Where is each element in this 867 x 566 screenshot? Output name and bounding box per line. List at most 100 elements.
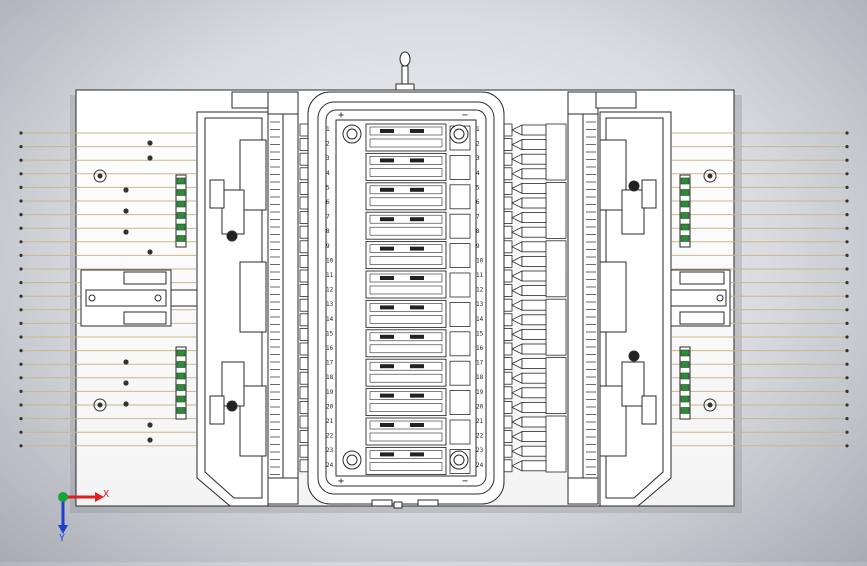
connector-pin (176, 200, 186, 208)
cell-top (369, 332, 443, 342)
dowel-dot (147, 249, 153, 255)
wire-end-left (19, 376, 23, 380)
probe-body-right (521, 343, 547, 355)
rail-ticks (270, 121, 596, 475)
wire-end-right (845, 444, 849, 448)
negative-terminal-mark-bottom: − (462, 476, 468, 487)
slot-number-left: 22 (326, 433, 334, 440)
wire-end-left (19, 444, 23, 448)
probe-body-right (521, 416, 547, 428)
wire-end-right (845, 335, 849, 339)
wire-end-right (845, 145, 849, 149)
cell-terminal (380, 129, 394, 133)
cell-clip (449, 154, 471, 180)
probe-body-right (521, 285, 547, 297)
slot-number-left: 5 (326, 184, 330, 191)
connector-housing (679, 346, 691, 420)
side-bracket-left[interactable] (80, 269, 198, 327)
probe-body-right (521, 358, 547, 370)
slot-number-right: 19 (476, 389, 484, 396)
slot-number-left: 2 (326, 141, 330, 148)
connector-pin (680, 349, 690, 357)
wire-end-left (19, 403, 23, 407)
cell-terminal (410, 246, 424, 251)
wire-end-right (845, 362, 849, 366)
cell-top (369, 126, 443, 136)
cell-terminal (410, 452, 424, 457)
positive-terminal-mark-bottom: + (338, 476, 344, 487)
dowel-dot (123, 208, 129, 214)
slot-number-left: 24 (326, 462, 334, 469)
dowel-dot (123, 359, 129, 365)
cell-terminal (380, 246, 394, 251)
x-axis-label: X (103, 489, 109, 500)
wire-end-right (845, 281, 849, 285)
probe-plate-right (545, 240, 567, 298)
slot-number-right: 12 (476, 287, 484, 294)
wire-end-left (19, 389, 23, 393)
axis-triad: X Y (58, 489, 109, 544)
wire-end-right (845, 185, 849, 189)
wire-end-left (19, 308, 23, 312)
rail-caps (231, 91, 637, 505)
connector-pin (680, 223, 690, 231)
slot-number-right: 22 (476, 433, 484, 440)
positive-terminal-mark: + (338, 110, 344, 121)
connector-pin (680, 384, 690, 391)
top-handle[interactable] (395, 51, 415, 91)
probe-body-right (521, 387, 547, 399)
wire-end-right (845, 172, 849, 176)
cell-top (369, 450, 443, 459)
slot-number-left: 12 (326, 287, 334, 294)
slot-number-left: 21 (326, 418, 334, 425)
probe-body-right (521, 212, 547, 224)
wire-bundle-right (672, 131, 849, 448)
wire-end-left (19, 362, 23, 366)
connector-pin (680, 200, 690, 208)
y-axis-label: Y (59, 533, 65, 544)
wire-end-right (845, 199, 849, 203)
cell-bottom (369, 403, 443, 412)
cell-clip (449, 184, 471, 210)
slot-number-right: 15 (476, 330, 484, 337)
probe-body-right (521, 270, 547, 282)
cell-top (369, 185, 443, 195)
cell-terminal (410, 129, 424, 133)
cell-terminal (380, 364, 394, 369)
slot-number-left: 11 (326, 272, 334, 279)
slot-number-left: 7 (326, 214, 330, 221)
clamp-frame-right[interactable] (599, 111, 672, 507)
connector-pin (176, 235, 186, 242)
slot-number-left: 23 (326, 447, 334, 454)
cell-top (369, 273, 443, 283)
wire-end-right (845, 213, 849, 217)
slot-number-right: 16 (476, 345, 484, 352)
slot-number-left: 14 (326, 316, 334, 323)
cell-slots[interactable] (365, 123, 471, 475)
connector-pin (176, 189, 186, 196)
connector-pin (176, 372, 186, 380)
connector-pin (680, 235, 690, 242)
cell-terminal (380, 305, 394, 310)
wire-end-right (845, 376, 849, 380)
clamp-frame-left[interactable] (196, 111, 269, 507)
negative-terminal-mark: − (462, 110, 468, 121)
wire-end-left (19, 335, 23, 339)
cell-terminal (410, 334, 424, 339)
cell-terminal (380, 452, 394, 457)
slot-number-right: 14 (476, 316, 484, 323)
cell-terminal (410, 305, 424, 310)
slot-number-left: 15 (326, 330, 334, 337)
probe-body-right (521, 226, 547, 238)
wire-end-right (845, 430, 849, 434)
green-connectors[interactable] (175, 174, 691, 420)
slot-number-right: 6 (476, 199, 480, 206)
probe-body-right (521, 314, 547, 326)
probe-body-right (521, 124, 547, 136)
wire-end-left (19, 417, 23, 421)
cell-bottom (369, 226, 443, 236)
slot-number-left: 19 (326, 389, 334, 396)
probe-body-right (521, 460, 547, 472)
